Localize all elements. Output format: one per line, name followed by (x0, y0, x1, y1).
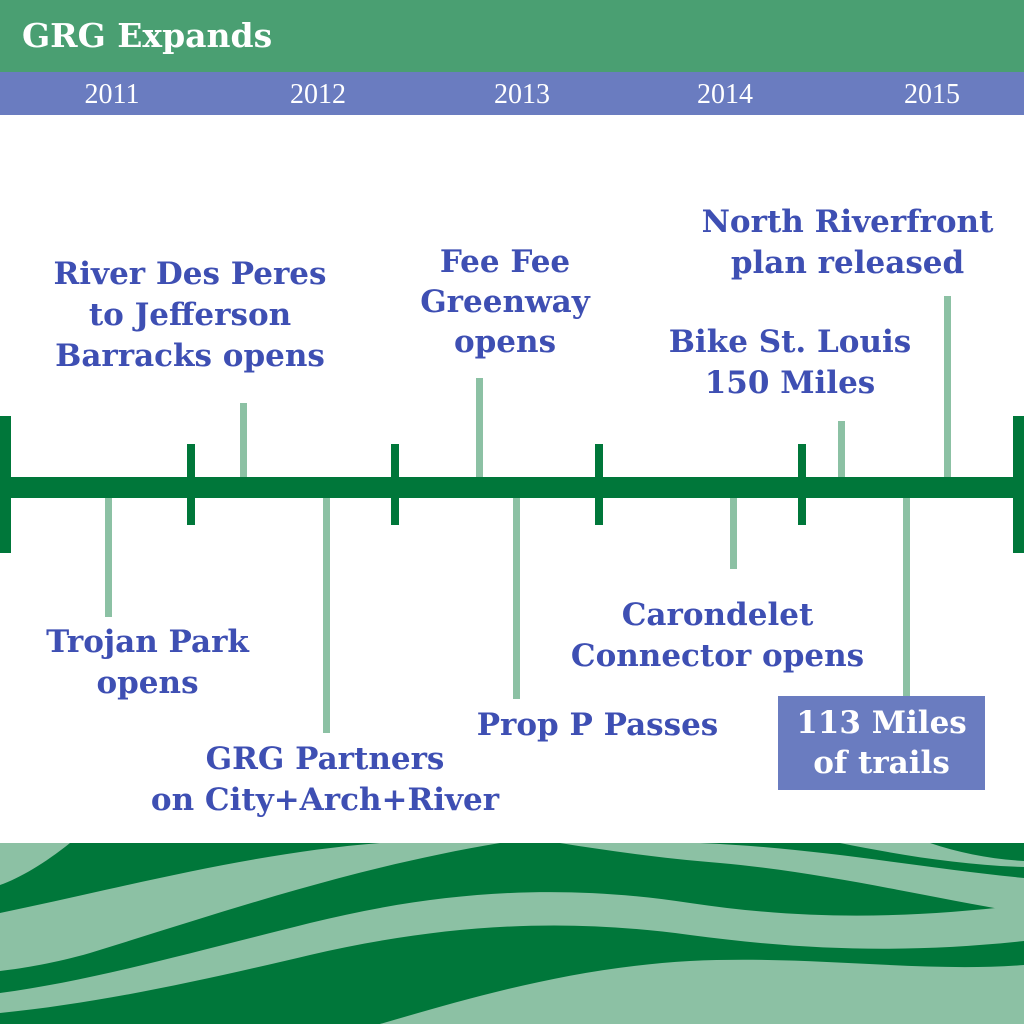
event-label-line: opens (453, 324, 557, 360)
wave-stripe (0, 843, 70, 885)
timeline-graphic (0, 296, 1024, 733)
stem-113-miles (903, 497, 910, 697)
decorative-wave-band (0, 843, 1024, 1024)
event-grg-partners: GRG Partners on City+Arch+River (145, 739, 505, 821)
event-label-line: Trojan Park (46, 624, 249, 660)
timeline-start-cap (0, 416, 11, 553)
event-river-des-peres: River Des Peres to Jefferson Barracks op… (40, 254, 340, 377)
year-divider-tick (391, 444, 399, 525)
event-label-line: GRG Partners (205, 741, 445, 777)
wave-stripe (0, 892, 1024, 1013)
event-carondelet: Carondelet Connector opens (560, 595, 875, 677)
event-label-line: River Des Peres (53, 256, 327, 292)
event-label-line: opens (96, 665, 199, 701)
event-label-line: Connector opens (570, 638, 865, 674)
year-divider-tick (595, 444, 603, 525)
callout-line: of trails (813, 745, 950, 781)
event-north-riverfront: North Riverfront plan released (690, 202, 1005, 284)
stem-river-des-peres (240, 403, 247, 479)
event-label-line: North Riverfront (701, 204, 994, 240)
year-divider-tick (187, 444, 195, 525)
year-bar (0, 72, 1024, 115)
stem-fee-fee (476, 378, 483, 479)
event-bike-st-louis: Bike St. Louis 150 Miles (660, 322, 920, 404)
stem-north-riverfront (944, 296, 951, 479)
wave-stripe (840, 843, 1024, 867)
event-label-line: Fee Fee (439, 244, 571, 280)
year-label-2012: 2012 (290, 79, 346, 110)
callout-113-miles: 113 Miles of trails (778, 696, 985, 790)
year-divider-tick (798, 444, 806, 525)
event-label-line: plan released (730, 245, 965, 281)
event-label-line: Greenway (420, 284, 590, 320)
wave-stripe (0, 843, 500, 971)
page-title: GRG Expands (22, 16, 273, 55)
event-label-line: Prop P Passes (476, 707, 719, 743)
timeline-end-cap (1013, 416, 1024, 553)
year-label-2013: 2013 (494, 79, 550, 110)
event-label-line: Carondelet (621, 597, 814, 633)
stem-grg-partners (323, 497, 330, 733)
event-trojan-park: Trojan Park opens (30, 622, 265, 704)
year-label-2014: 2014 (697, 79, 753, 110)
event-fee-fee: Fee Fee Greenway opens (405, 242, 605, 362)
stem-bike-st-louis (838, 421, 845, 479)
title-bar: GRG Expands (0, 0, 1024, 72)
wave-stripe (380, 959, 1024, 1024)
event-label-line: Bike St. Louis (668, 324, 912, 360)
stem-carondelet (730, 497, 737, 569)
timeline-axis (0, 477, 1024, 498)
stem-trojan-park (105, 497, 112, 617)
event-label-line: to Jefferson (88, 297, 292, 333)
wave-stripe (560, 843, 1024, 913)
event-label-line: Barracks opens (55, 338, 325, 374)
year-label-2011: 2011 (84, 79, 140, 110)
event-label-line: on City+Arch+River (150, 782, 500, 818)
event-prop-p: Prop P Passes (470, 705, 725, 746)
event-label-line: 150 Miles (704, 365, 876, 401)
stem-prop-p (513, 497, 520, 699)
callout-line: 113 Miles (796, 705, 967, 741)
year-label-2015: 2015 (904, 79, 960, 110)
